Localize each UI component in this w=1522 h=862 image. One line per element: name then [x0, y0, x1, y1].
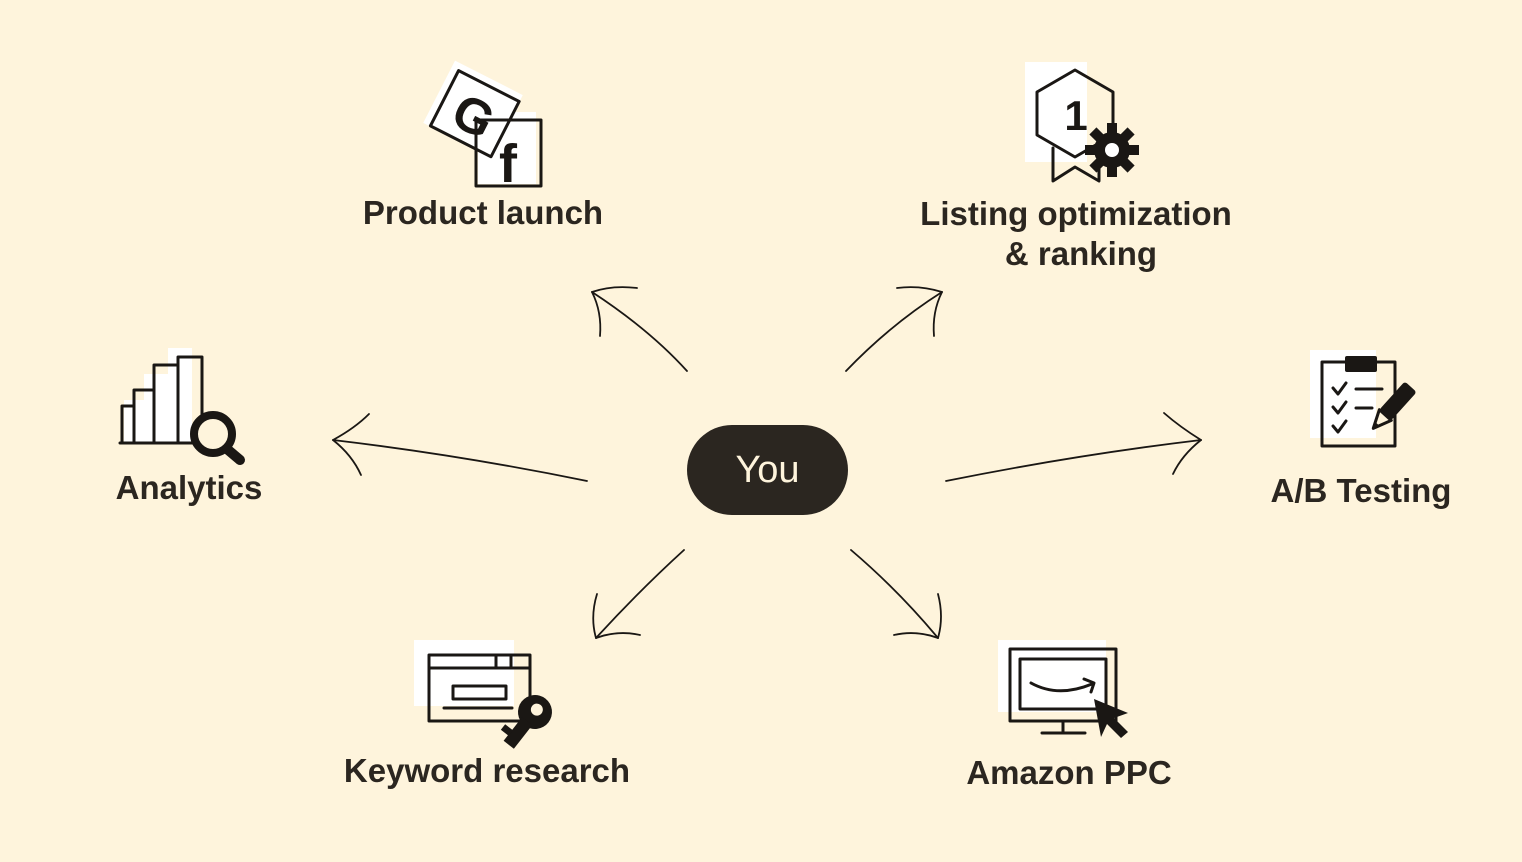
arrow-to-amazon-ppc — [850, 549, 942, 639]
arrow-to-listing-optimization — [845, 286, 943, 372]
node-label-listing-optimization-line1: Listing optimization — [920, 195, 1232, 232]
node-label-listing-optimization-line2: & ranking — [1005, 235, 1157, 272]
node-label-analytics: Analytics — [116, 469, 263, 506]
node-label-product-launch: Product launch — [363, 194, 603, 231]
arrow-to-analytics — [332, 413, 588, 482]
ranking-badge-gear-icon: 1 — [1025, 62, 1139, 183]
arrow-to-product-launch — [591, 286, 688, 372]
browser-window-key-icon — [414, 640, 552, 749]
arrow-to-ab-testing — [945, 412, 1202, 482]
center-label: You — [735, 449, 799, 491]
svg-text:1: 1 — [1064, 92, 1087, 139]
clipboard-checklist-pencil-icon — [1310, 350, 1416, 448]
center-pill — [687, 425, 848, 515]
arrow-to-keyword-research — [592, 549, 685, 639]
node-label-keyword-research: Keyword research — [344, 752, 630, 789]
google-facebook-cards-icon: f G — [423, 60, 543, 194]
monitor-cursor-icon — [998, 640, 1128, 738]
center-node: You — [687, 425, 848, 515]
bar-chart-magnifier-icon — [118, 348, 245, 465]
node-label-amazon-ppc: Amazon PPC — [966, 754, 1171, 791]
node-label-ab-testing: A/B Testing — [1271, 472, 1452, 509]
svg-text:f: f — [499, 134, 518, 194]
